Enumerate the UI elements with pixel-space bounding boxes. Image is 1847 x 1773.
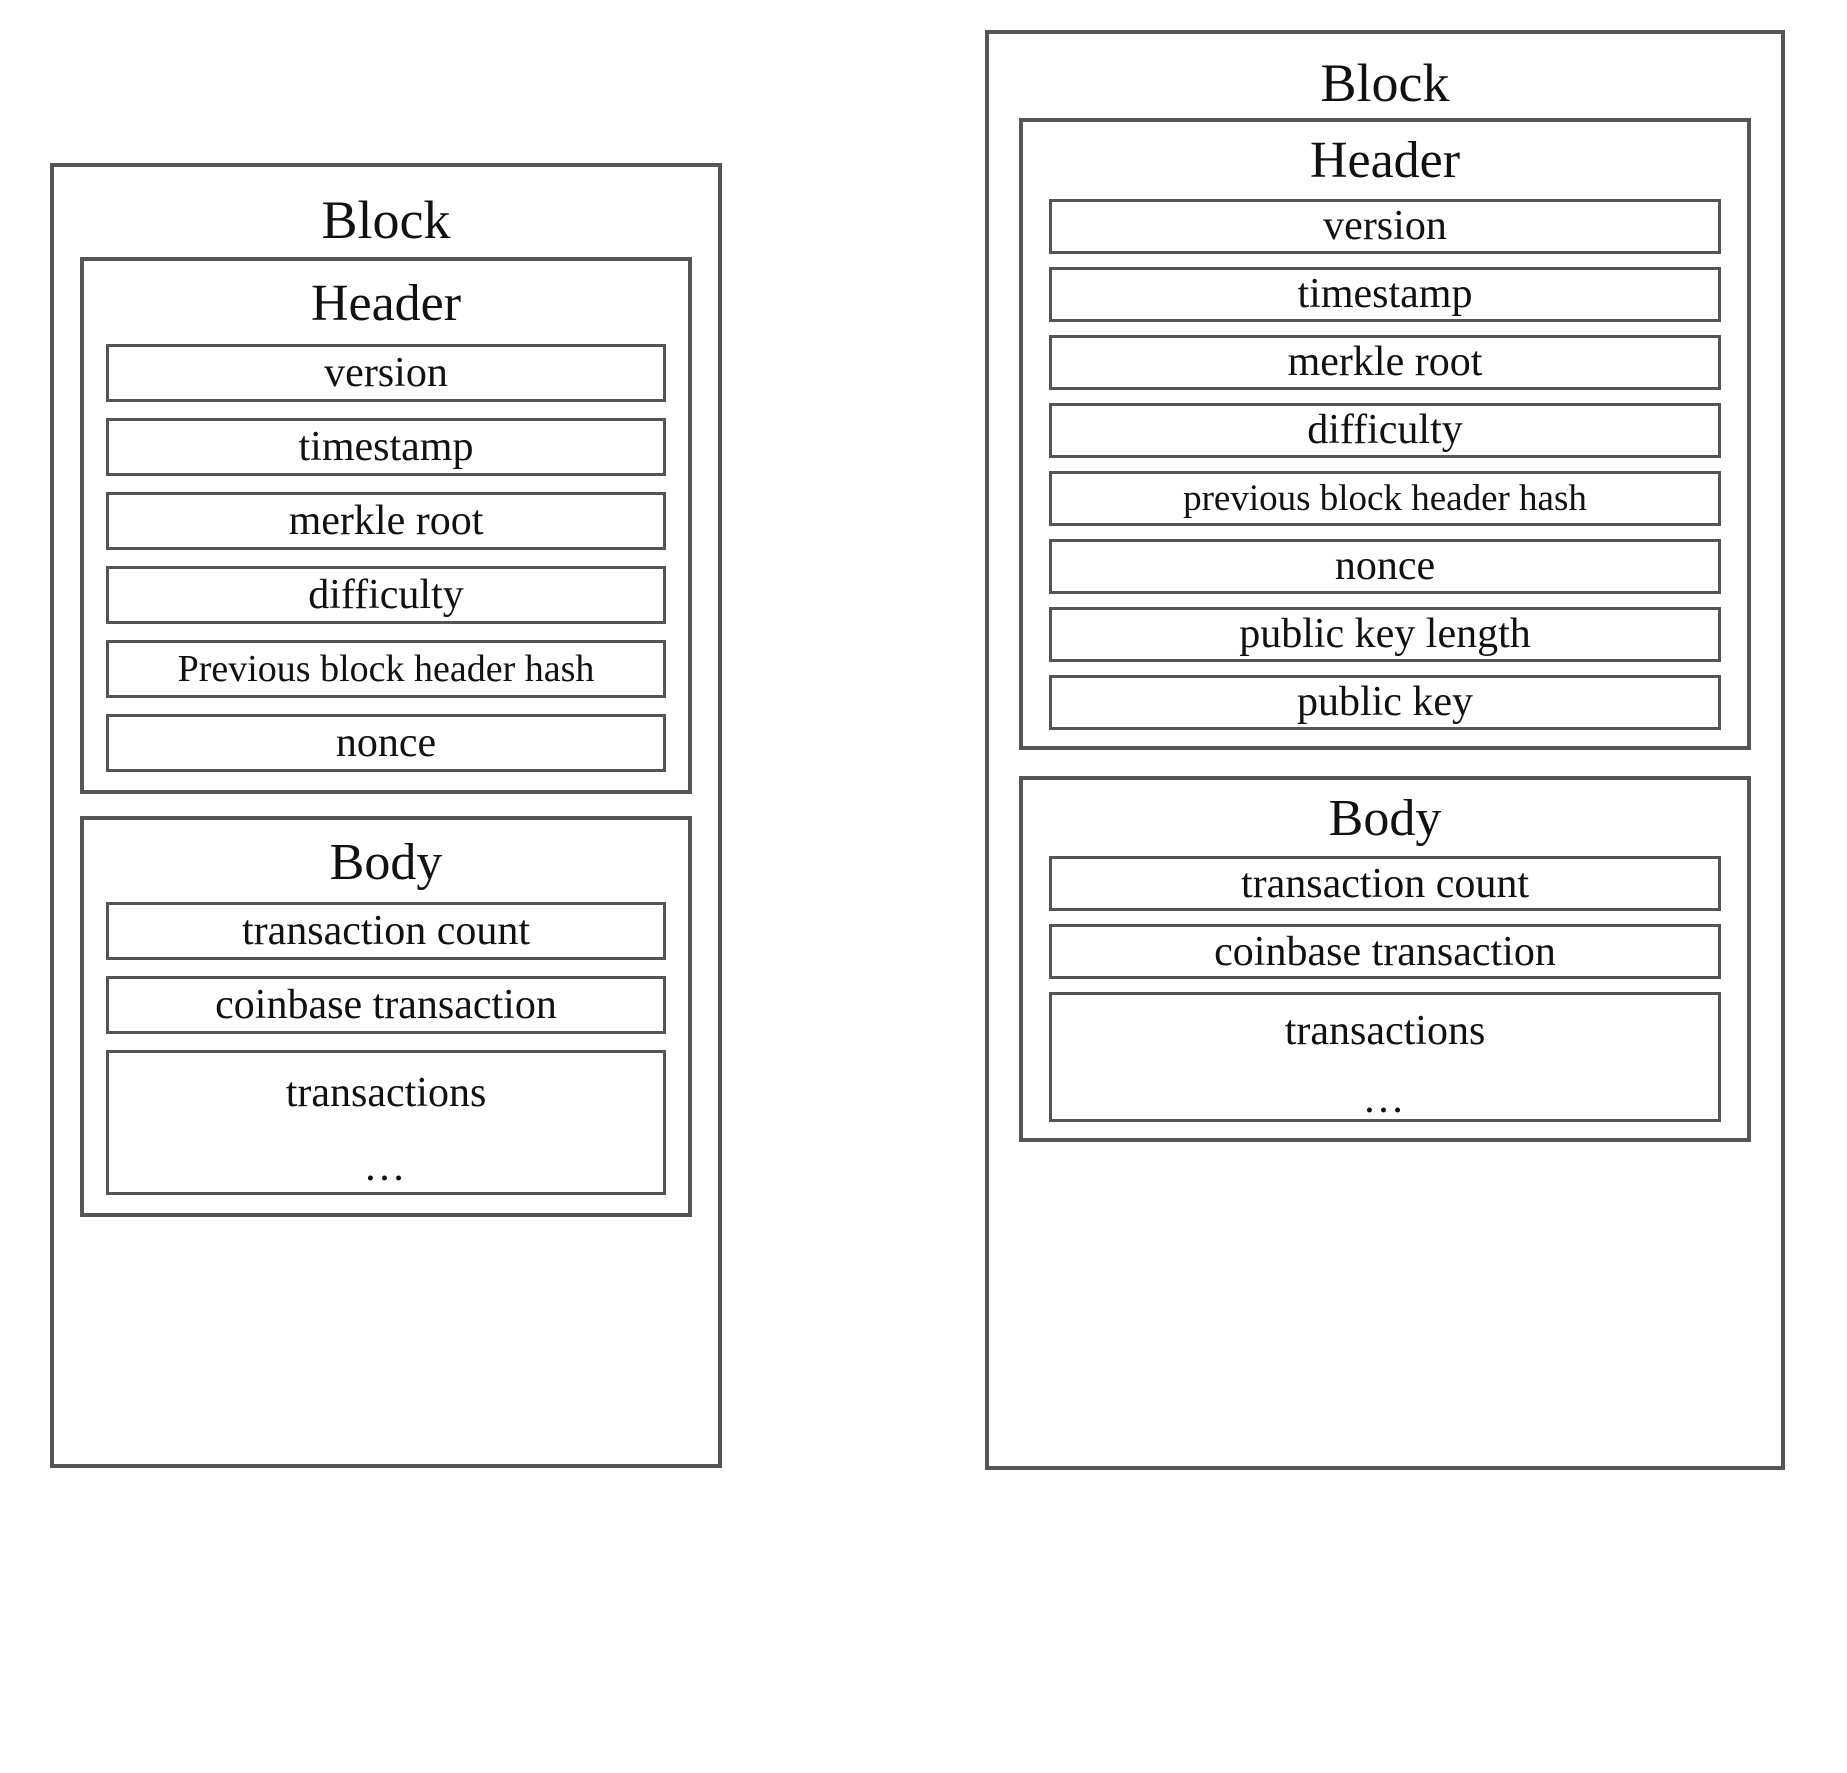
header-field-list-right: version timestamp merkle root difficulty… — [1023, 198, 1747, 746]
block-title-right: Block — [1320, 53, 1450, 113]
body-title-right: Body — [1328, 789, 1442, 847]
field-merkle-root: merkle root — [106, 491, 666, 550]
field-transactions: transactions … — [106, 1050, 666, 1196]
field-public-key: public key — [1049, 674, 1721, 730]
field-public-key-length: public key length — [1049, 606, 1721, 662]
field-coinbase-transaction: coinbase transaction — [106, 976, 666, 1035]
field-version: version — [1049, 198, 1721, 254]
field-timestamp: timestamp — [1049, 266, 1721, 322]
field-transactions-ellipsis: … — [1362, 1076, 1408, 1123]
field-nonce: nonce — [106, 713, 666, 772]
field-nonce: nonce — [1049, 538, 1721, 594]
field-transactions: transactions … — [1049, 992, 1721, 1123]
body-section-right: Body transaction count coinbase transact… — [1019, 775, 1751, 1143]
field-version: version — [106, 343, 666, 402]
field-transaction-count: transaction count — [1049, 856, 1721, 912]
body-field-list-right: transaction count coinbase transaction t… — [1023, 856, 1747, 1138]
header-title-right: Header — [1309, 132, 1461, 189]
header-field-list-left: version timestamp merkle root difficulty… — [84, 343, 688, 790]
field-previous-block-header-hash: previous block header hash — [1049, 470, 1721, 526]
field-merkle-root: merkle root — [1049, 334, 1721, 390]
field-previous-block-header-hash: Previous block header hash — [106, 639, 666, 698]
field-transactions-label: transactions — [1284, 1008, 1486, 1055]
field-difficulty: difficulty — [106, 565, 666, 624]
block-diagram-left: Block Header version timestamp merkle ro… — [50, 163, 722, 1468]
body-title-left: Body — [329, 833, 443, 891]
block-diagram-right: Block Header version timestamp merkle ro… — [985, 30, 1785, 1470]
field-transactions-ellipsis: … — [363, 1144, 409, 1191]
block-title-left: Block — [321, 190, 451, 250]
field-transactions-label: transactions — [285, 1070, 487, 1117]
body-section-left: Body transaction count coinbase transact… — [80, 815, 692, 1218]
field-timestamp: timestamp — [106, 417, 666, 476]
field-coinbase-transaction: coinbase transaction — [1049, 924, 1721, 980]
header-title-left: Header — [310, 275, 462, 332]
body-field-list-left: transaction count coinbase transaction t… — [84, 902, 688, 1213]
header-section-right: Header version timestamp merkle root dif… — [1019, 118, 1751, 750]
field-transaction-count: transaction count — [106, 902, 666, 961]
header-section-left: Header version timestamp merkle root dif… — [80, 257, 692, 794]
field-difficulty: difficulty — [1049, 402, 1721, 458]
